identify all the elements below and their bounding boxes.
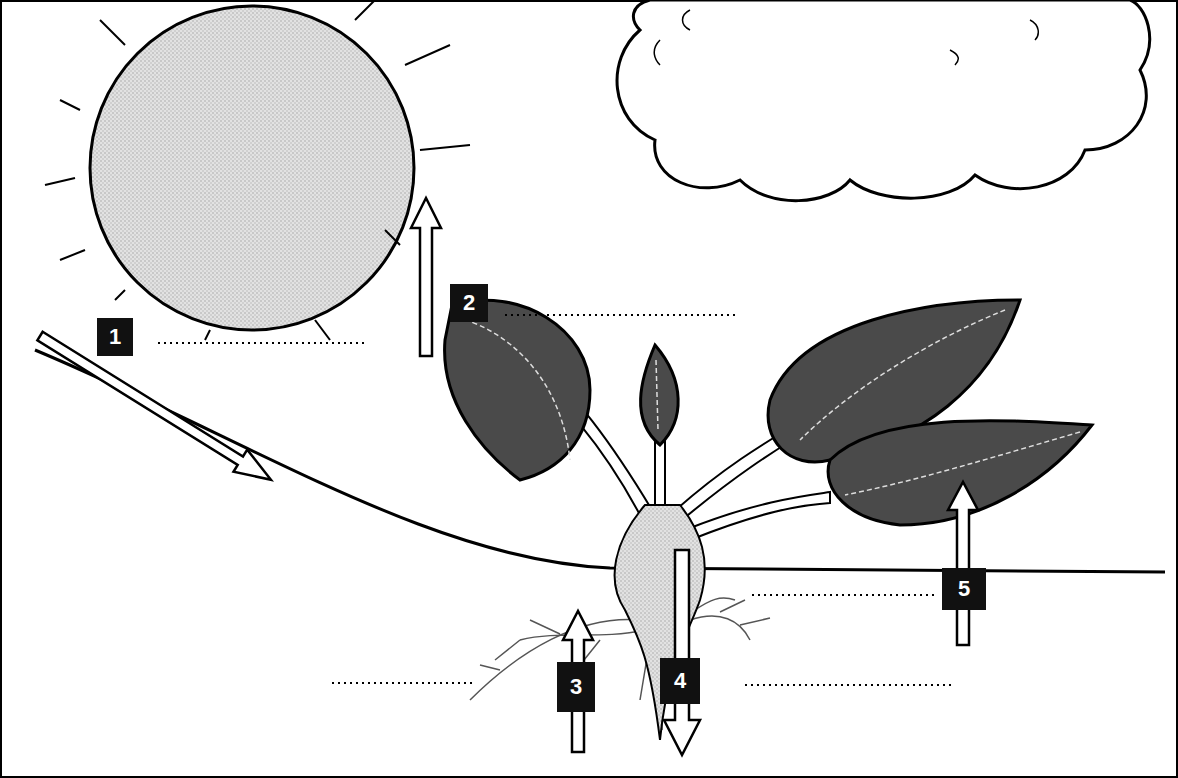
cloud-detail <box>654 10 1038 65</box>
arrows <box>33 198 978 755</box>
callout-number: 5 <box>958 578 970 600</box>
light-arrow <box>33 325 278 491</box>
callout-number-box: 3 <box>557 662 595 712</box>
sun <box>45 0 470 340</box>
leaf-veins <box>465 310 1080 495</box>
down-arrow <box>664 550 700 755</box>
ground-line <box>35 350 1165 572</box>
callout-number-box: 4 <box>660 658 700 704</box>
callout-number: 1 <box>109 326 121 348</box>
cloud <box>617 0 1150 201</box>
callout-number: 4 <box>674 670 686 692</box>
callout-number-box: 5 <box>942 568 986 610</box>
up-arrow <box>411 198 441 356</box>
callout-number: 2 <box>463 292 475 314</box>
callout-number-box: 2 <box>450 284 488 322</box>
callout-number: 3 <box>570 676 582 698</box>
answer-lines <box>158 315 955 685</box>
roots <box>470 598 770 730</box>
up-arrow <box>948 482 978 645</box>
bulb-root <box>615 505 705 740</box>
callout-number-box: 1 <box>97 318 133 356</box>
leaves <box>445 300 1092 525</box>
